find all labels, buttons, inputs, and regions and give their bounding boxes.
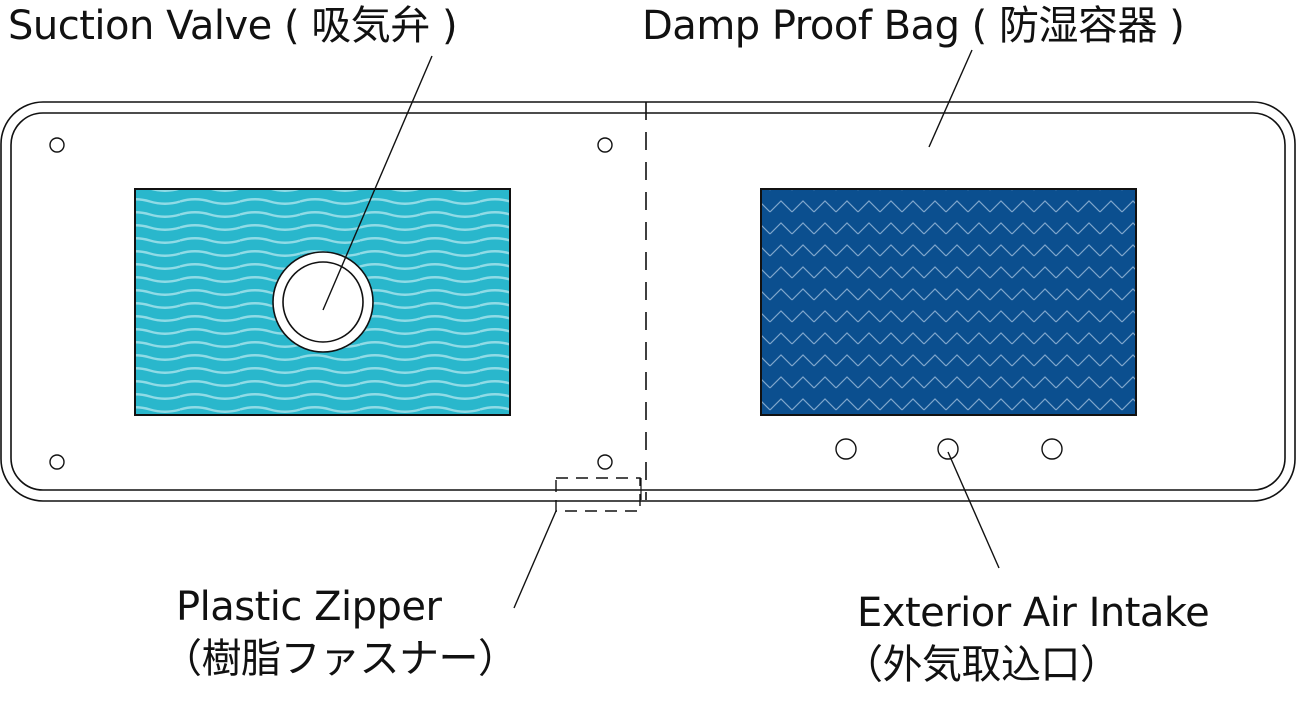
plastic-zipper-box	[555, 477, 641, 512]
label-exterior-air-intake: Exterior Air Intake （外気取込口）	[843, 590, 1210, 685]
label-damp-proof-bag-text: Damp Proof Bag ( 防湿容器 )	[642, 3, 1185, 49]
label-plastic-zipper-jp: （樹脂ファスナー）	[162, 636, 518, 682]
leader-air-intake	[947, 451, 1000, 569]
label-exterior-air-intake-jp: （外気取込口）	[843, 642, 1120, 688]
air-intake-hole-2	[937, 438, 959, 460]
hole-bottom-left	[49, 454, 65, 470]
leader-plastic-zipper	[513, 510, 557, 609]
label-suction-valve: Suction Valve ( 吸気弁 )	[8, 3, 458, 49]
label-suction-valve-text: Suction Valve ( 吸気弁 )	[8, 3, 458, 49]
hole-top-mid	[597, 137, 613, 153]
label-exterior-air-intake-text: Exterior Air Intake	[857, 590, 1210, 636]
air-intake-hole-3	[1041, 438, 1063, 460]
air-intake-hole-1	[835, 438, 857, 460]
suction-valve-inner	[282, 261, 364, 343]
label-plastic-zipper-text: Plastic Zipper	[176, 584, 442, 630]
leader-suction-valve	[322, 55, 433, 311]
left-panel	[134, 188, 511, 416]
label-damp-proof-bag: Damp Proof Bag ( 防湿容器 )	[642, 3, 1185, 49]
right-panel	[760, 188, 1137, 416]
leader-damp-proof-bag	[928, 49, 973, 148]
hole-bottom-mid	[597, 454, 613, 470]
label-plastic-zipper: Plastic Zipper （樹脂ファスナー）	[162, 584, 518, 679]
hole-top-left	[49, 137, 65, 153]
bag-inner-outline	[10, 112, 1286, 491]
